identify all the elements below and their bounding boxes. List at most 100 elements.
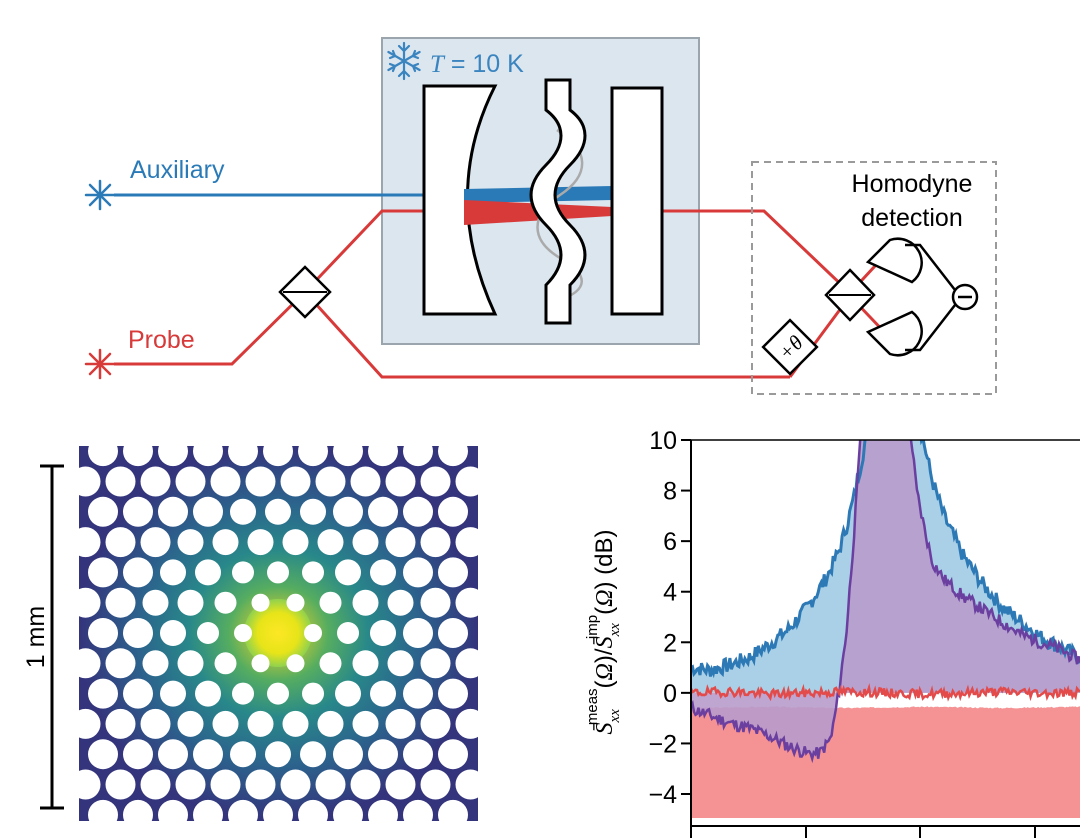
crystal-hole	[385, 466, 416, 497]
crystal-hole	[455, 648, 486, 679]
crystal-hole	[123, 739, 153, 770]
crystal-hole	[317, 529, 344, 556]
crystal-hole	[160, 680, 186, 707]
crystal-hole	[298, 436, 328, 467]
crystal-hole	[158, 799, 188, 830]
crystal-hole	[88, 678, 118, 709]
crystal-hole	[455, 527, 486, 558]
crystal-hole	[193, 436, 223, 467]
crystal-hole	[370, 680, 396, 707]
crystal-hole	[368, 799, 398, 830]
crystal-hole	[140, 708, 171, 739]
crystal-hole	[228, 799, 258, 830]
crystal-hole	[247, 710, 274, 737]
crystal-hole	[455, 769, 486, 800]
y-tick-label: 4	[663, 579, 677, 607]
crystal-hole	[160, 559, 186, 586]
crystal-hole	[123, 436, 153, 467]
phononic-crystal-image	[70, 436, 486, 830]
crystal-hole	[387, 650, 414, 677]
crystal-hole	[123, 557, 153, 588]
crystal-hole	[403, 739, 433, 770]
crystal-hole	[438, 739, 468, 770]
y-tick-label: 0	[663, 680, 677, 708]
y-tick-label: 10	[649, 427, 677, 455]
crystal-hole	[280, 466, 311, 497]
crystal-hole	[420, 466, 451, 497]
crystal-hole	[160, 620, 186, 646]
crystal-hole	[403, 678, 433, 709]
crystal-hole	[333, 739, 363, 770]
series-line-red	[691, 682, 1080, 702]
crystal-hole	[280, 769, 311, 800]
crystal-hole	[267, 561, 289, 584]
photodetector-top	[865, 237, 923, 284]
crystal-hole	[420, 708, 451, 739]
crystal-hole	[105, 466, 136, 497]
crystal-hole	[193, 739, 223, 770]
y-tick-label: 2	[663, 629, 677, 657]
crystal-hole	[300, 498, 326, 525]
crystal-hole	[319, 591, 342, 614]
crystal-hole	[88, 436, 118, 467]
crystal-hole	[455, 587, 486, 618]
crystal-hole	[197, 622, 219, 644]
crystal-hole	[251, 593, 270, 612]
crystal-hole	[212, 529, 239, 556]
crystal-hole	[177, 589, 204, 616]
crystal-hole	[70, 769, 101, 800]
crystal-hole	[177, 650, 204, 677]
crystal-hole	[317, 710, 344, 737]
crystal-hole	[88, 618, 118, 648]
crystal-hole	[228, 436, 258, 467]
crystal-hole	[302, 682, 324, 705]
crystal-hole	[333, 496, 363, 527]
crystal-hole	[438, 436, 468, 467]
crystal-hole	[70, 527, 101, 558]
homodyne-label-line2: detection	[861, 204, 962, 232]
crystal-hole	[298, 799, 328, 830]
crystal-hole	[175, 769, 206, 800]
defect-mode-spot	[244, 599, 312, 667]
purple-fill-area	[691, 440, 1080, 759]
crystal-hole	[333, 436, 363, 467]
crystal-hole	[123, 496, 153, 527]
crystal-hole	[251, 654, 270, 673]
crystal-hole	[455, 708, 486, 739]
crystal-hole	[403, 436, 433, 467]
crystal-hole	[234, 624, 252, 642]
crystal-hole	[282, 710, 309, 737]
crystal-hole	[420, 587, 451, 618]
crystal-hole	[370, 620, 396, 646]
crystal-hole	[319, 652, 342, 675]
crystal-hole	[177, 710, 204, 737]
crystal-hole	[438, 557, 468, 588]
crystal-hole	[245, 466, 276, 497]
crystal-hole	[88, 496, 118, 527]
crystal-hole	[232, 682, 254, 705]
crystal-hole	[368, 436, 398, 467]
crystal-hole	[177, 529, 204, 556]
crystal-hole	[370, 559, 396, 586]
crystal-hole	[70, 466, 101, 497]
y-axis-label: S̄xxmeas(Ω)/S̄xximp(Ω) (dB)	[584, 530, 623, 735]
crystal-hole	[420, 769, 451, 800]
crystal-hole	[245, 769, 276, 800]
crystal-hole	[105, 527, 136, 558]
crystal-hole	[350, 466, 381, 497]
crystal-hole	[212, 710, 239, 737]
subtractor-icon	[951, 283, 979, 311]
crystal-hole	[214, 652, 237, 675]
crystal-hole	[420, 527, 451, 558]
crystal-hole	[333, 799, 363, 830]
crystal-hole	[140, 527, 171, 558]
crystal-hole	[142, 589, 169, 616]
crystal-hole	[337, 622, 359, 644]
setup-diagram: T = 10 K Auxiliary Probe	[84, 37, 997, 395]
membrane	[529, 78, 587, 325]
beamsplitter-right	[824, 268, 876, 322]
y-tick-label: 6	[663, 528, 677, 556]
crystal-hole	[304, 624, 322, 642]
membrane-displaced-outline	[536, 128, 584, 302]
